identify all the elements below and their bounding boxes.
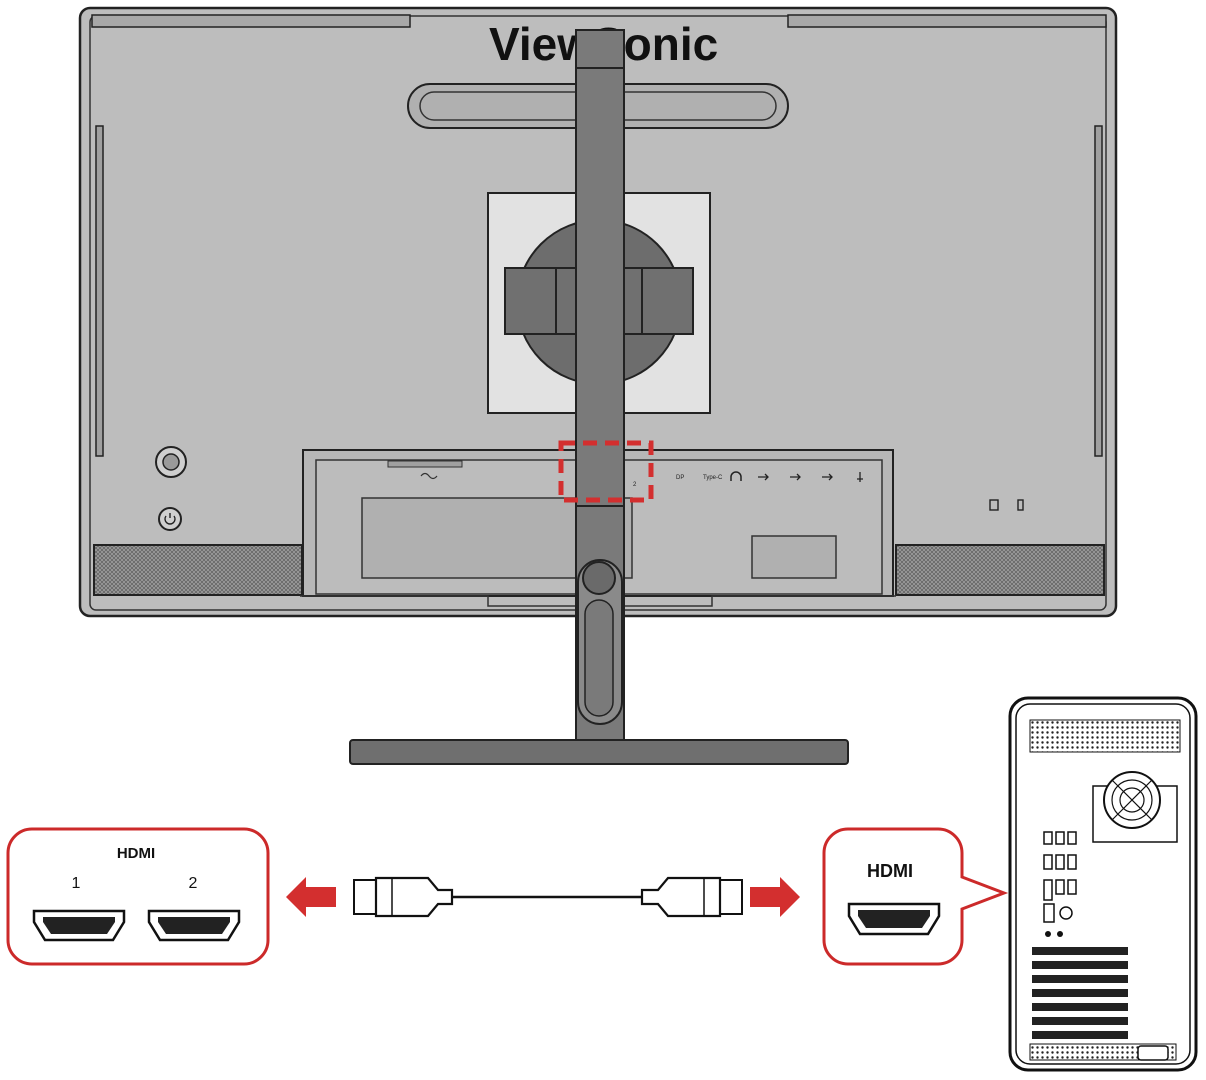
arrow-left-icon [286, 877, 336, 917]
power-button [158, 507, 182, 531]
usb-icon [857, 472, 863, 482]
hdmi-port-2 [147, 909, 241, 942]
pc-psu-fan [1092, 771, 1178, 843]
port-number-2: 2 [189, 875, 198, 892]
speaker-grill-right [895, 544, 1105, 596]
hdmi-cable [353, 876, 743, 918]
headphone-icon [730, 471, 742, 481]
pc-hdmi-callout: HDMI [822, 827, 1009, 966]
monitor-hdmi-callout: HDMI 1 2 [6, 827, 270, 966]
usb-icon [790, 473, 801, 481]
pc-expansion-slots [1032, 947, 1128, 1039]
arrow-right-icon [750, 877, 800, 917]
pc-hdmi-label: HDMI [867, 861, 913, 881]
port-label-type-c: Type-C [703, 475, 723, 481]
pc-tower [1008, 696, 1198, 1072]
highlight-port-number: 2 [633, 482, 637, 488]
kensington-slot-icon [1017, 499, 1024, 511]
power-icon [164, 513, 176, 525]
pc-hdmi-port [847, 902, 941, 936]
usb-icon [822, 473, 833, 481]
usb-icon [758, 473, 769, 481]
hdmi-logo: HDMI [117, 845, 155, 862]
pc-io-panel [1043, 831, 1077, 937]
port-number-1: 1 [72, 875, 81, 892]
monitor-stand [349, 29, 849, 765]
stand-base [349, 739, 849, 765]
monitor-port-icons: DP Type-C [676, 471, 1024, 511]
hdmi-port-highlight [558, 440, 654, 503]
hdmi-port-1 [32, 909, 126, 942]
power-socket-icon [1137, 1045, 1169, 1061]
port-label-dp: DP [676, 475, 684, 481]
speaker-grill-left [93, 544, 303, 596]
lock-icon [989, 499, 999, 511]
